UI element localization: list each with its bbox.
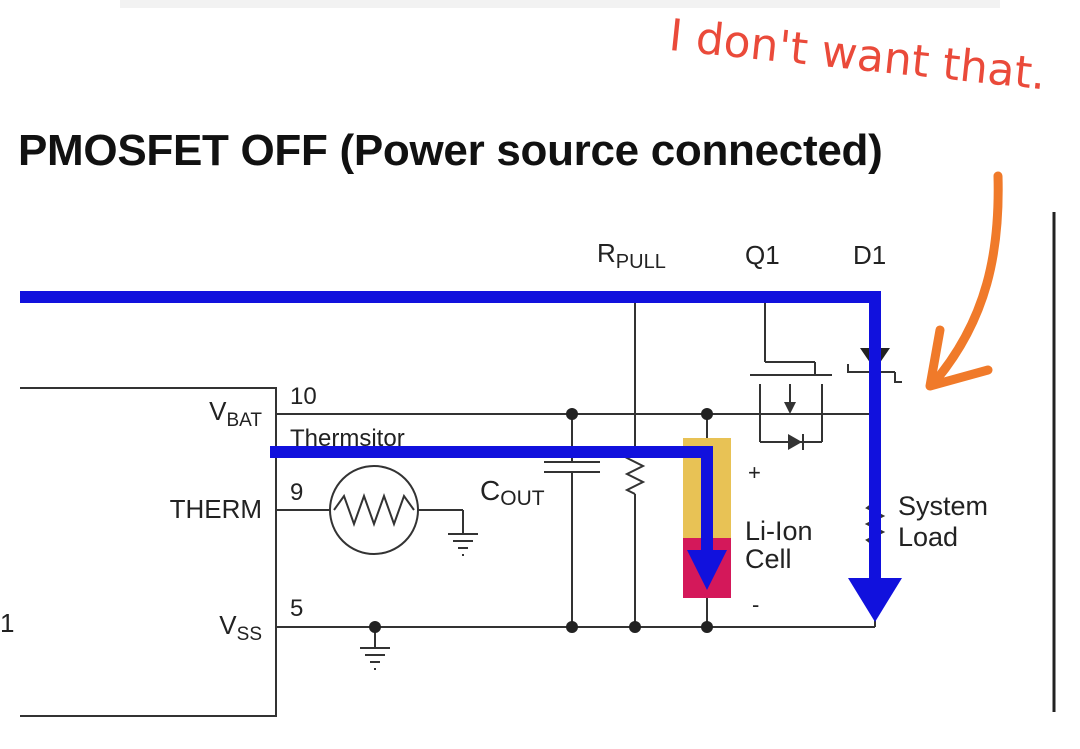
thermistor-label: Thermsitor (290, 425, 405, 452)
thermistor-symbol (329, 465, 419, 555)
pin-number-5: 5 (290, 595, 303, 622)
pin-number-10: 10 (290, 383, 317, 410)
current-arrow-icon (687, 550, 727, 590)
load-label-line1: System (898, 491, 988, 521)
mosfet-arrow (784, 402, 796, 414)
q1-label: Q1 (745, 240, 780, 270)
current-path (20, 291, 881, 590)
junction-dots (369, 408, 713, 633)
resistor-symbol (624, 451, 646, 495)
cell-minus-label: - (752, 592, 759, 617)
ground-icon (360, 647, 390, 670)
current-arrow-icon (848, 578, 902, 622)
page-title: PMOSFET OFF (Power source connected) (18, 126, 883, 175)
cell-label-line2: Cell (745, 544, 792, 574)
top-edge-strip (120, 0, 1000, 8)
rpull-label: RPULL (597, 238, 666, 273)
ic-pin-number-1: 1 (0, 608, 14, 638)
body-diode (788, 434, 802, 450)
load-label-line2: Load (898, 522, 958, 552)
annotation-arrow-icon (925, 171, 1003, 391)
ground-icon (448, 533, 478, 556)
cout-label: COUT (480, 475, 545, 510)
cell-plus-label: + (748, 460, 761, 485)
pin-label-therm: THERM (170, 494, 262, 524)
pin-label-vss: VSS (219, 610, 262, 645)
pin-number-9: 9 (290, 479, 303, 506)
cell-label-line1: Li-Ion (745, 516, 813, 546)
load-resistor-symbol (864, 501, 886, 547)
ic-body (20, 387, 277, 717)
capacitor-symbol (544, 461, 600, 473)
d1-label: D1 (853, 240, 886, 270)
pin-label-vbat: VBAT (209, 396, 262, 431)
